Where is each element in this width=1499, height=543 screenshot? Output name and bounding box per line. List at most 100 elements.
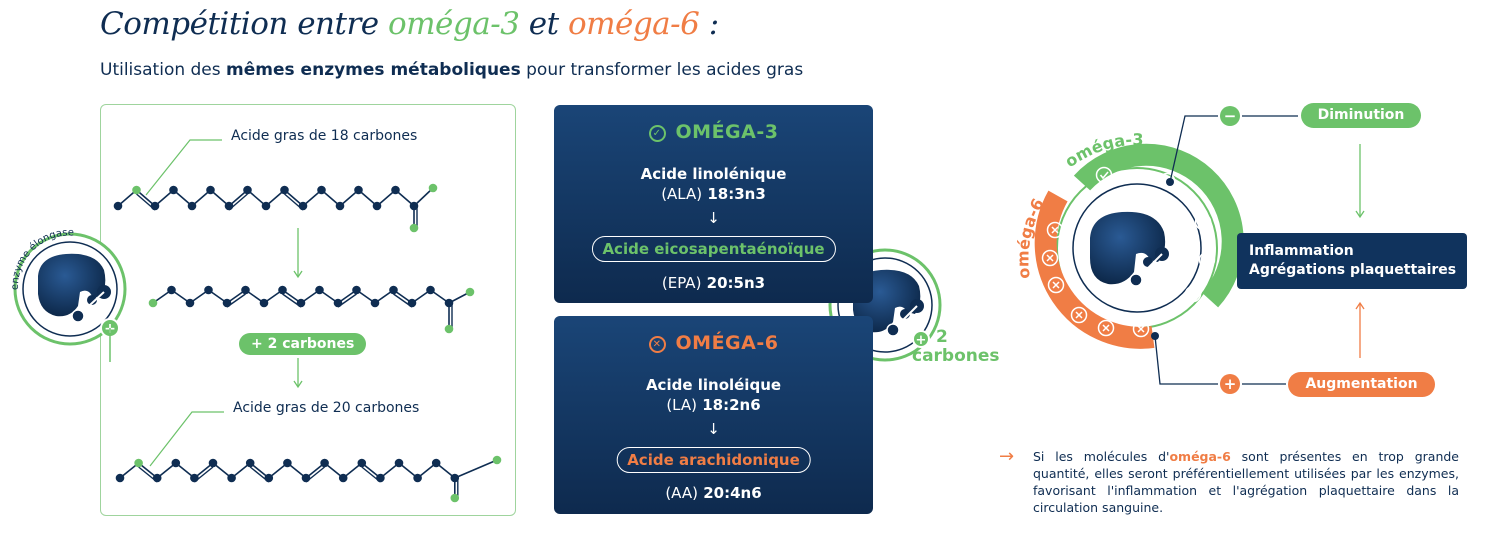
aa-code: (AA) 20:4n6 <box>665 484 762 502</box>
page-subtitle: Utilisation des mêmes enzymes métaboliqu… <box>100 60 804 80</box>
carbon-atom <box>204 285 213 295</box>
svg-text:−: − <box>1224 107 1237 125</box>
carbon-atom <box>261 201 271 211</box>
down-arrow-icon: ↓ <box>707 209 720 227</box>
oxygen-atom <box>409 223 419 233</box>
enzyme-elongase-icon: + <box>13 232 127 346</box>
carbon-atom <box>338 473 348 483</box>
carbon-atom <box>333 298 343 308</box>
carbon-atom <box>283 458 292 468</box>
carbon-atom <box>208 458 218 468</box>
omega3-heading: ✓OMÉGA-3 <box>554 121 873 143</box>
down-arrow-icon <box>1355 144 1365 219</box>
competition-ring <box>1034 143 1244 349</box>
carbon-atom <box>372 201 382 211</box>
carbon-atom <box>391 185 400 195</box>
carbon-atom <box>187 201 197 211</box>
carbon-atom <box>394 458 404 468</box>
check-icon <box>1184 285 1202 303</box>
carbon-atom <box>190 473 199 483</box>
cross-icon: ✕ <box>648 336 666 353</box>
check-icon <box>1198 251 1216 269</box>
ala-name: Acide linolénique <box>640 165 787 183</box>
aa-pill: Acide arachidonique <box>616 447 811 473</box>
cross-icon <box>1097 319 1115 337</box>
carbon-atom <box>352 285 361 295</box>
diminution-pill: Diminution <box>1301 103 1421 128</box>
epa-pill: Acide eicosapentaénoïque <box>591 236 836 262</box>
carbon-atom <box>241 285 250 295</box>
carbon-atom <box>222 298 232 308</box>
oxygen-atom <box>444 324 454 334</box>
carbon-atom <box>298 201 308 211</box>
cross-icon <box>1047 276 1065 294</box>
omega3-card: ✓OMÉGA-3 Acide linolénique (ALA) 18:3n3 … <box>554 105 873 303</box>
cross-icon <box>1070 306 1088 324</box>
svg-text:+: + <box>916 333 927 348</box>
carbon-atom <box>431 458 441 468</box>
carbon-atom <box>167 285 176 295</box>
carbon-atom <box>450 473 460 483</box>
ala-code: (ALA) 18:3n3 <box>661 185 766 203</box>
up-arrow-icon <box>1355 301 1365 358</box>
carbon-atom <box>227 473 236 483</box>
oxygen-atom <box>465 287 475 297</box>
check-icon <box>1194 213 1212 231</box>
cross-icon <box>1041 249 1059 267</box>
chain-20-carbons <box>115 455 502 503</box>
page-title: Compétition entre oméga-3 et oméga-6 : <box>100 6 719 42</box>
carbon-atom <box>259 298 269 308</box>
carbon-atom <box>376 473 385 483</box>
down-arrow-icon <box>293 228 303 279</box>
carbon-atom <box>389 285 398 295</box>
carbon-atom <box>357 458 367 468</box>
carbon-atom <box>169 185 178 195</box>
check-icon: ✓ <box>648 125 666 142</box>
carbon-atom <box>278 285 287 295</box>
epa-code: (EPA) 20:5n3 <box>661 274 766 292</box>
oxygen-atom <box>428 183 438 193</box>
carbon-atom <box>152 473 162 483</box>
chain-18-carbons <box>113 183 438 233</box>
carbon-atom <box>185 298 195 308</box>
cross-icon <box>1132 320 1150 338</box>
plus-two-carbons-pill: + 2 carbones <box>239 333 367 355</box>
carbon-atom <box>245 458 255 468</box>
carbon-atom <box>296 298 306 308</box>
carbon-atom <box>113 201 123 211</box>
carbon-atom <box>413 473 422 483</box>
carbon-atom <box>335 201 345 211</box>
carbon-atom <box>224 201 234 211</box>
omega6-heading: ✕OMÉGA-6 <box>554 332 873 354</box>
arrow-right-icon: → <box>999 446 1015 467</box>
la-code: (LA) 18:2n6 <box>666 396 761 414</box>
carbon-atom <box>354 185 363 195</box>
svg-text:+: + <box>1224 375 1237 393</box>
carbon-atom <box>264 473 274 483</box>
carbon-atom <box>171 458 181 468</box>
carbon-atom <box>317 185 326 195</box>
carbon-atom <box>243 185 252 195</box>
carbon-atom <box>115 473 125 483</box>
minus-icon: − <box>1220 106 1240 126</box>
carbon-atom <box>444 298 454 308</box>
carbon-atom <box>409 201 419 211</box>
carbon-atom <box>407 298 417 308</box>
down-arrow-icon <box>293 358 303 389</box>
omega6-card: ✕OMÉGA-6 Acide linoléique (LA) 18:2n6 ↓ … <box>554 316 873 514</box>
label-18-carbons: Acide gras de 18 carbones <box>231 128 418 144</box>
check-icon <box>1158 172 1176 190</box>
title-omega3: oméga-3 <box>387 6 520 42</box>
carbon-atom <box>426 285 435 295</box>
chain-intermediate <box>148 285 475 334</box>
carbon-atom <box>280 185 289 195</box>
carbon-atom <box>301 473 311 483</box>
omega6-cross-icons <box>1041 221 1150 338</box>
cross-icon <box>1046 221 1064 239</box>
oxygen-atom <box>450 493 460 503</box>
carbon-atom <box>206 185 215 195</box>
carbon-atom <box>320 458 329 468</box>
plus-icon: + <box>1220 374 1240 394</box>
omega3-check-icons <box>1095 166 1216 303</box>
